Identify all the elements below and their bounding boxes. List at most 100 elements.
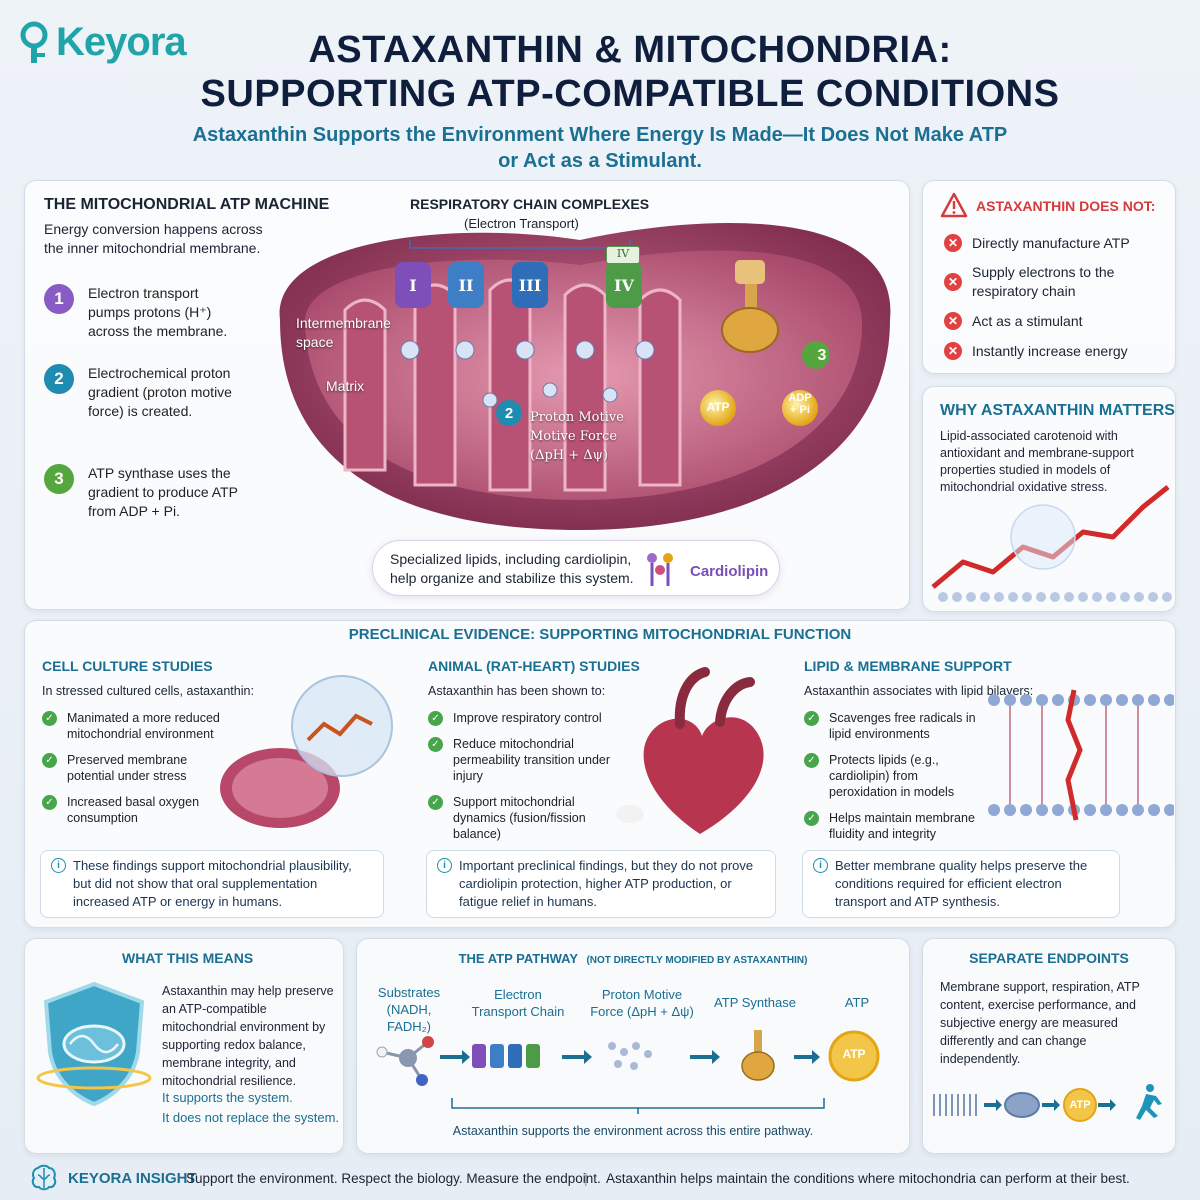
cardiolipin-text: Specialized lipids, including cardiolipi… xyxy=(390,551,634,586)
lipid-list: ✓Scavenges free radicals in lipid enviro… xyxy=(804,710,984,852)
footer-brand: KEYORA INSIGHT xyxy=(68,1170,197,1187)
cardiolipin-icon xyxy=(647,553,673,586)
pathway-step-pmf: Proton Motive Force (ΔpH + Δψ) xyxy=(590,987,694,1019)
subtitle-line-2: or Act as a Stimulant. xyxy=(498,150,702,172)
complex-iv-tag: IV xyxy=(606,246,640,264)
x-icon: ✕ xyxy=(944,273,962,291)
means-emphasis-1: It supports the system. xyxy=(162,1090,293,1105)
pathway-atp-badge: ATP xyxy=(842,1047,866,1061)
does-not-list: ✕Directly manufacture ATP ✕ Supply electr… xyxy=(944,228,1164,366)
membrane-molecule-illustration xyxy=(931,485,1172,602)
list-item: ✕ Instantly increase energy xyxy=(944,336,1164,366)
cell-culture-heading: CELL CULTURE STUDIES xyxy=(42,658,213,674)
cardiolipin-label: Cardiolipin xyxy=(690,563,769,580)
evidence-heading: PRECLINICAL EVIDENCE: SUPPORTING MITOCHO… xyxy=(348,626,852,643)
list-item-text: Manimated a more reduced mitochondrial e… xyxy=(67,711,220,741)
machine-heading: THE MITOCHONDRIAL ATP MACHINE xyxy=(44,196,330,213)
lipid-bilayer-illustration xyxy=(988,689,1174,821)
cell-culture-illustration xyxy=(220,675,393,828)
step-1-number: 1 xyxy=(44,284,74,314)
list-item-text: Reduce mitochondrial permeability transi… xyxy=(453,737,611,783)
step-1-text: Electron transport pumps protons (H⁺) ac… xyxy=(88,285,228,339)
list-item-text: Supply electrons to the respiratory chai… xyxy=(972,264,1115,299)
adp-molecule-label: ADP + Pi xyxy=(786,392,814,416)
complex-iii: III xyxy=(512,262,548,308)
step-2-text: Electrochemical proton gradient (proton … xyxy=(88,365,232,419)
atp-coin-icon xyxy=(828,1030,880,1082)
complex-i: I xyxy=(395,262,431,308)
info-icon: i xyxy=(437,858,452,873)
info-icon: i xyxy=(51,858,66,873)
x-icon: ✕ xyxy=(944,342,962,360)
check-icon: ✓ xyxy=(804,753,819,768)
heart-illustration xyxy=(616,667,764,834)
pathway-step-etc: Electron Transport Chain xyxy=(471,987,565,1019)
list-item-text: Support mitochondrial dynamics (fusion/f… xyxy=(453,795,586,841)
step-3-number: 3 xyxy=(44,464,74,494)
does-not-heading: ASTAXANTHIN DOES NOT: xyxy=(976,198,1156,214)
note-text: These findings support mitochondrial pla… xyxy=(73,858,352,909)
logo-text: Keyora xyxy=(56,20,187,64)
info-icon: i xyxy=(813,858,828,873)
logo: Keyora xyxy=(18,20,187,65)
pathway-icons xyxy=(376,1030,880,1086)
page-title: ASTAXANTHIN & MITOCHONDRIA: SUPPORTING A… xyxy=(170,28,1090,116)
why-text: Lipid-associated carotenoid with antioxi… xyxy=(940,429,1134,494)
pmf-line-3: (ΔpH + Δψ) xyxy=(530,448,608,463)
pathway-heading: THE ATP PATHWAY (NOT DIRECTLY MODIFIED B… xyxy=(356,950,910,968)
list-item-text: Instantly increase energy xyxy=(972,343,1128,359)
footer-closing: Astaxanthin helps maintain the condition… xyxy=(606,1171,1130,1186)
footer-divider: | xyxy=(584,1170,588,1186)
means-emphasis: It supports the system. It does not repl… xyxy=(162,1088,339,1128)
x-icon: ✕ xyxy=(944,312,962,330)
means-heading: WHAT THIS MEANS xyxy=(122,950,254,966)
list-item: ✓Scavenges free radicals in lipid enviro… xyxy=(804,710,984,742)
list-item: ✕ Supply electrons to the respiratory cha… xyxy=(944,258,1164,306)
pathway-footer: Astaxanthin supports the environment acr… xyxy=(452,1124,814,1138)
list-item: ✓ Support mitochondrial dynamics (fusion/… xyxy=(428,794,628,842)
keyora-logo-icon xyxy=(20,21,48,63)
list-item: ✕Directly manufacture ATP xyxy=(944,228,1164,258)
note-text: Better membrane quality helps preserve t… xyxy=(835,858,1088,909)
shield-icon xyxy=(36,981,152,1107)
check-icon: ✓ xyxy=(428,737,443,752)
brain-icon xyxy=(31,1164,57,1191)
proton-dots-icon xyxy=(608,1042,652,1070)
mitochondrion-icon xyxy=(1004,1092,1040,1118)
mitochondrion-illustration xyxy=(279,222,891,530)
complexes-heading: RESPIRATORY CHAIN COMPLEXES xyxy=(410,196,650,212)
why-heading: WHY ASTAXANTHIN MATTERS xyxy=(940,402,1175,419)
pathway-arrows xyxy=(440,1050,820,1064)
why-astaxanthin-card xyxy=(922,386,1176,612)
atp-coin-icon xyxy=(1063,1088,1097,1122)
x-icon: ✕ xyxy=(944,234,962,252)
endpoints-heading: SEPARATE ENDPOINTS xyxy=(969,950,1129,966)
footer-tagline: Support the environment. Respect the bio… xyxy=(186,1171,601,1186)
list-item: ✓Improve respiratory control xyxy=(428,710,628,726)
cardiolipin-callout xyxy=(372,540,780,596)
animal-heading: ANIMAL (RAT-HEART) STUDIES xyxy=(428,658,640,674)
endpoints-atp-badge: ATP xyxy=(1069,1099,1091,1111)
list-item: ✕Act as a stimulant xyxy=(944,306,1164,336)
pathway-heading-small: (NOT DIRECTLY MODIFIED BY ASTAXANTHIN) xyxy=(586,955,808,966)
check-icon: ✓ xyxy=(42,711,57,726)
check-icon: ✓ xyxy=(804,711,819,726)
lipid-note: i Better membrane quality helps preserve… xyxy=(802,850,1120,918)
pathway-step-synthase: ATP Synthase xyxy=(714,995,796,1010)
step-3: 3 ATP synthase uses the gradient to prod… xyxy=(44,464,238,521)
atp-synthase-icon xyxy=(741,1030,775,1081)
step-3-text: ATP synthase uses the gradient to produc… xyxy=(88,465,238,519)
list-item-text: Preserved membrane potential under stres… xyxy=(67,753,188,783)
pmf-line-1: Proton Motive xyxy=(530,410,624,425)
warning-icon xyxy=(940,192,968,218)
check-icon: ✓ xyxy=(42,753,57,768)
list-item-text: Helps maintain membrane fluidity and int… xyxy=(829,811,975,841)
list-item: ✓Increased basal oxygen consumption xyxy=(42,794,222,826)
check-icon: ✓ xyxy=(428,795,443,810)
pmf-number: 2 xyxy=(496,400,522,426)
substrate-molecule-icon xyxy=(376,1036,434,1086)
complexes-subheading: (Electron Transport) xyxy=(464,216,579,231)
check-icon: ✓ xyxy=(42,795,57,810)
machine-intro: Energy conversion happens across the inn… xyxy=(44,221,263,256)
list-item: ✓ Reduce mitochondrial permeability trans… xyxy=(428,736,628,784)
